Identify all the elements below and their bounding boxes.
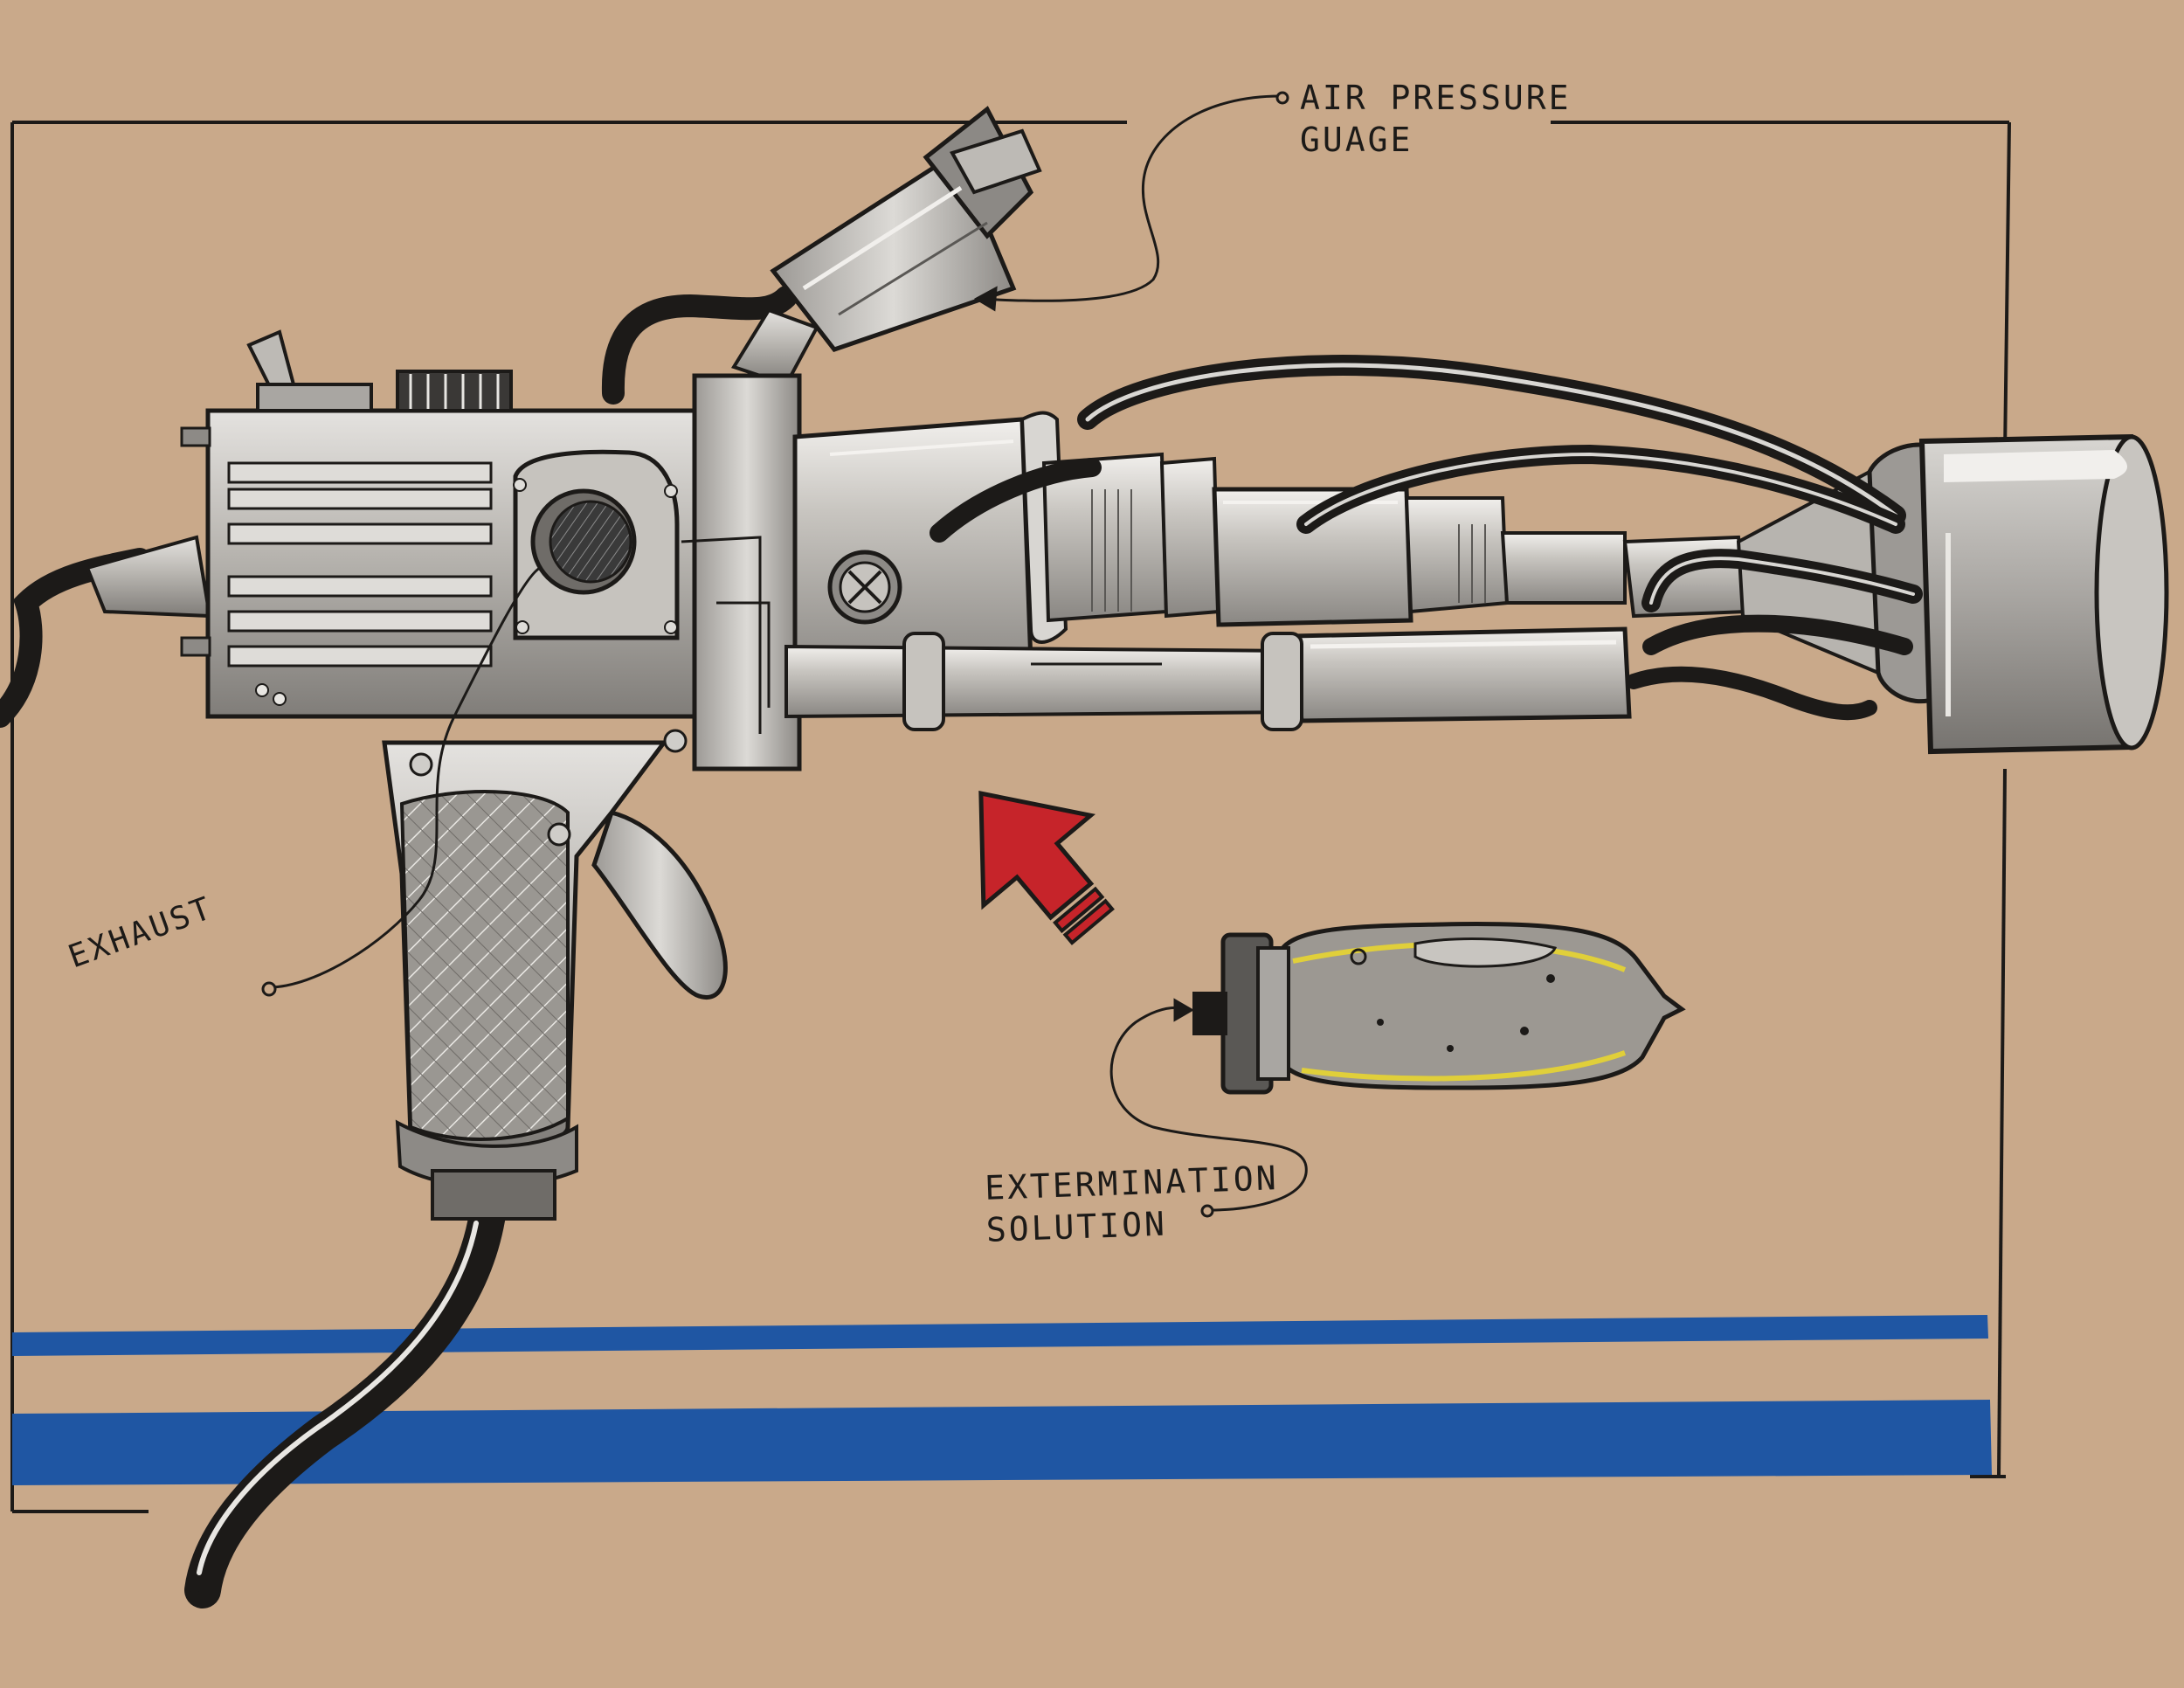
nozzle-bell xyxy=(1867,433,2169,755)
lower-tube xyxy=(681,536,1632,734)
air-pressure-label-line1: AIR PRESSURE xyxy=(1300,79,1572,117)
solution-canister xyxy=(1192,922,1686,1095)
extermination-solution-label: EXTERMINATION SOLUTION xyxy=(984,1157,1281,1251)
air-pressure-gauge-label: AIR PRESSURE GUAGE xyxy=(1300,77,1572,161)
pistol-grip xyxy=(382,729,688,1221)
trigger xyxy=(591,810,728,1000)
red-arrow-icon xyxy=(978,791,1115,945)
barrel-valve xyxy=(827,550,902,625)
main-housing xyxy=(180,329,802,771)
callout-lines xyxy=(261,91,1308,1218)
grip-power-cable xyxy=(184,1196,506,1608)
exhaust-vent xyxy=(513,449,680,640)
air-pressure-gauge xyxy=(730,106,1042,387)
rear-power-cable xyxy=(0,535,212,728)
barrel-cables xyxy=(930,355,1923,721)
blue-stripes xyxy=(12,1315,1992,1485)
gauge-hose xyxy=(601,286,798,405)
frame-border xyxy=(10,121,2011,1513)
air-pressure-label-line2: GUAGE xyxy=(1300,121,1413,159)
barrel-assembly xyxy=(792,411,1881,684)
